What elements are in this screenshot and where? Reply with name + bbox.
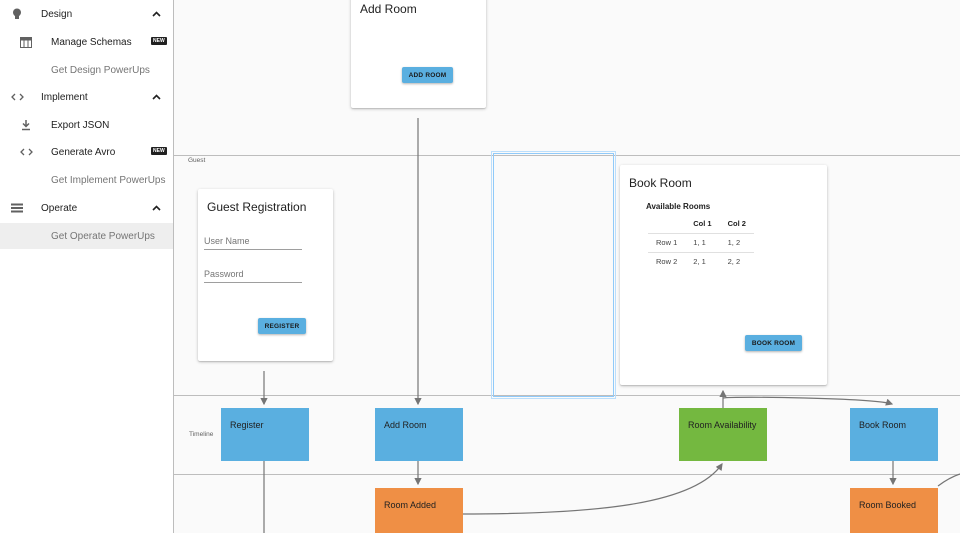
- card-title: Book Room: [629, 176, 692, 190]
- new-badge: NEW: [151, 37, 167, 45]
- table-header-cell: Col 2: [727, 219, 746, 229]
- username-field[interactable]: User Name: [204, 232, 302, 250]
- chevron-up-icon[interactable]: [151, 203, 161, 213]
- sidebar-item-get-design-powerups[interactable]: Get Design PowerUps: [0, 57, 173, 83]
- sidebar-section-implement[interactable]: Implement: [0, 84, 173, 110]
- sidebar-section-label: Operate: [41, 202, 78, 214]
- table-cell: 1, 2: [719, 232, 754, 252]
- lane-divider: [174, 155, 960, 156]
- sidebar-item-label: Get Operate PowerUps: [51, 230, 155, 242]
- lane-label-timeline: Timeline: [189, 431, 214, 438]
- chevron-up-icon[interactable]: [151, 9, 161, 19]
- table-row: Row 2 2, 1 2, 2: [648, 251, 754, 271]
- command-sticky-register[interactable]: Register: [221, 408, 309, 461]
- available-rooms-table: Col 1 Col 2 Row 1 1, 1 1, 2 Row 2 2, 1 2…: [648, 215, 754, 271]
- password-field[interactable]: Password: [204, 265, 302, 283]
- connector-offscreen: [937, 473, 960, 487]
- sidebar-item-label: Get Implement PowerUps: [51, 174, 166, 186]
- table-header-cell: Col 1: [693, 219, 712, 229]
- sidebar-section-label: Implement: [41, 91, 88, 103]
- code-icon: [19, 145, 33, 159]
- lane-label-guest: Guest: [188, 157, 206, 164]
- register-button[interactable]: REGISTER: [258, 318, 306, 334]
- table-cell: Row 1: [648, 232, 686, 252]
- event-sticky-room-added[interactable]: Room Added: [375, 488, 463, 533]
- board-canvas[interactable]: Guest Timeline Add Room ADD ROOM G: [174, 0, 960, 533]
- sidebar-item-label: Get Design PowerUps: [51, 64, 150, 76]
- add-room-button[interactable]: ADD ROOM: [402, 67, 453, 83]
- command-sticky-book-room[interactable]: Book Room: [850, 408, 938, 461]
- table-cell: 1, 1: [685, 232, 720, 252]
- new-badge: NEW: [151, 147, 167, 155]
- table-header-cell: [648, 215, 685, 233]
- lane-divider: [174, 474, 960, 475]
- code-icon: [10, 90, 24, 104]
- sidebar-item-get-operate-powerups[interactable]: Get Operate PowerUps: [0, 223, 173, 249]
- book-room-button[interactable]: BOOK ROOM: [745, 335, 802, 351]
- table-row: Row 1 1, 1 1, 2: [648, 232, 754, 252]
- book-room-card[interactable]: Book Room Available Rooms Col 1 Col 2 Ro…: [620, 165, 827, 385]
- table-cell: Row 2: [648, 251, 686, 271]
- event-sticky-room-booked[interactable]: Room Booked: [850, 488, 938, 533]
- card-title: Add Room: [360, 2, 417, 16]
- command-sticky-add-room[interactable]: Add Room: [375, 408, 463, 461]
- connector-room-availability: [461, 463, 723, 515]
- sidebar-item-manage-schemas[interactable]: Manage Schemas NEW: [0, 29, 173, 55]
- sidebar-section-design[interactable]: Design: [0, 1, 173, 27]
- table-cell: 2, 1: [685, 251, 720, 271]
- connector-to-book-room-command: [722, 396, 894, 406]
- sidebar-item-label: Generate Avro: [51, 146, 116, 158]
- card-title: Guest Registration: [207, 200, 307, 214]
- sidebar-item-generate-avro[interactable]: Generate Avro NEW: [0, 139, 173, 165]
- sidebar-item-get-implement-powerups[interactable]: Get Implement PowerUps: [0, 167, 173, 193]
- table-header-row: Col 1 Col 2: [648, 215, 754, 233]
- sidebar-section-label: Design: [41, 8, 73, 20]
- table-icon: [19, 35, 33, 49]
- selection-box[interactable]: [491, 151, 616, 399]
- read-model-sticky-room-availability[interactable]: Room Availability: [679, 408, 767, 461]
- table-cell: 2, 2: [719, 251, 754, 271]
- table-caption: Available Rooms: [646, 202, 711, 211]
- sidebar-item-label: Manage Schemas: [51, 36, 132, 48]
- sidebar-section-operate[interactable]: Operate: [0, 195, 173, 221]
- list-icon: [10, 201, 24, 215]
- download-icon: [19, 118, 33, 132]
- guest-registration-card[interactable]: Guest Registration User Name Password RE…: [198, 189, 333, 361]
- sidebar: Design Manage Schemas NEW Get Design Pow…: [0, 0, 174, 533]
- chevron-up-icon[interactable]: [151, 92, 161, 102]
- sidebar-item-label: Export JSON: [51, 119, 110, 131]
- lightbulb-icon: [10, 7, 24, 21]
- lane-divider: [174, 395, 960, 396]
- add-room-card[interactable]: Add Room ADD ROOM: [351, 0, 486, 108]
- sidebar-item-export-json[interactable]: Export JSON: [0, 112, 173, 138]
